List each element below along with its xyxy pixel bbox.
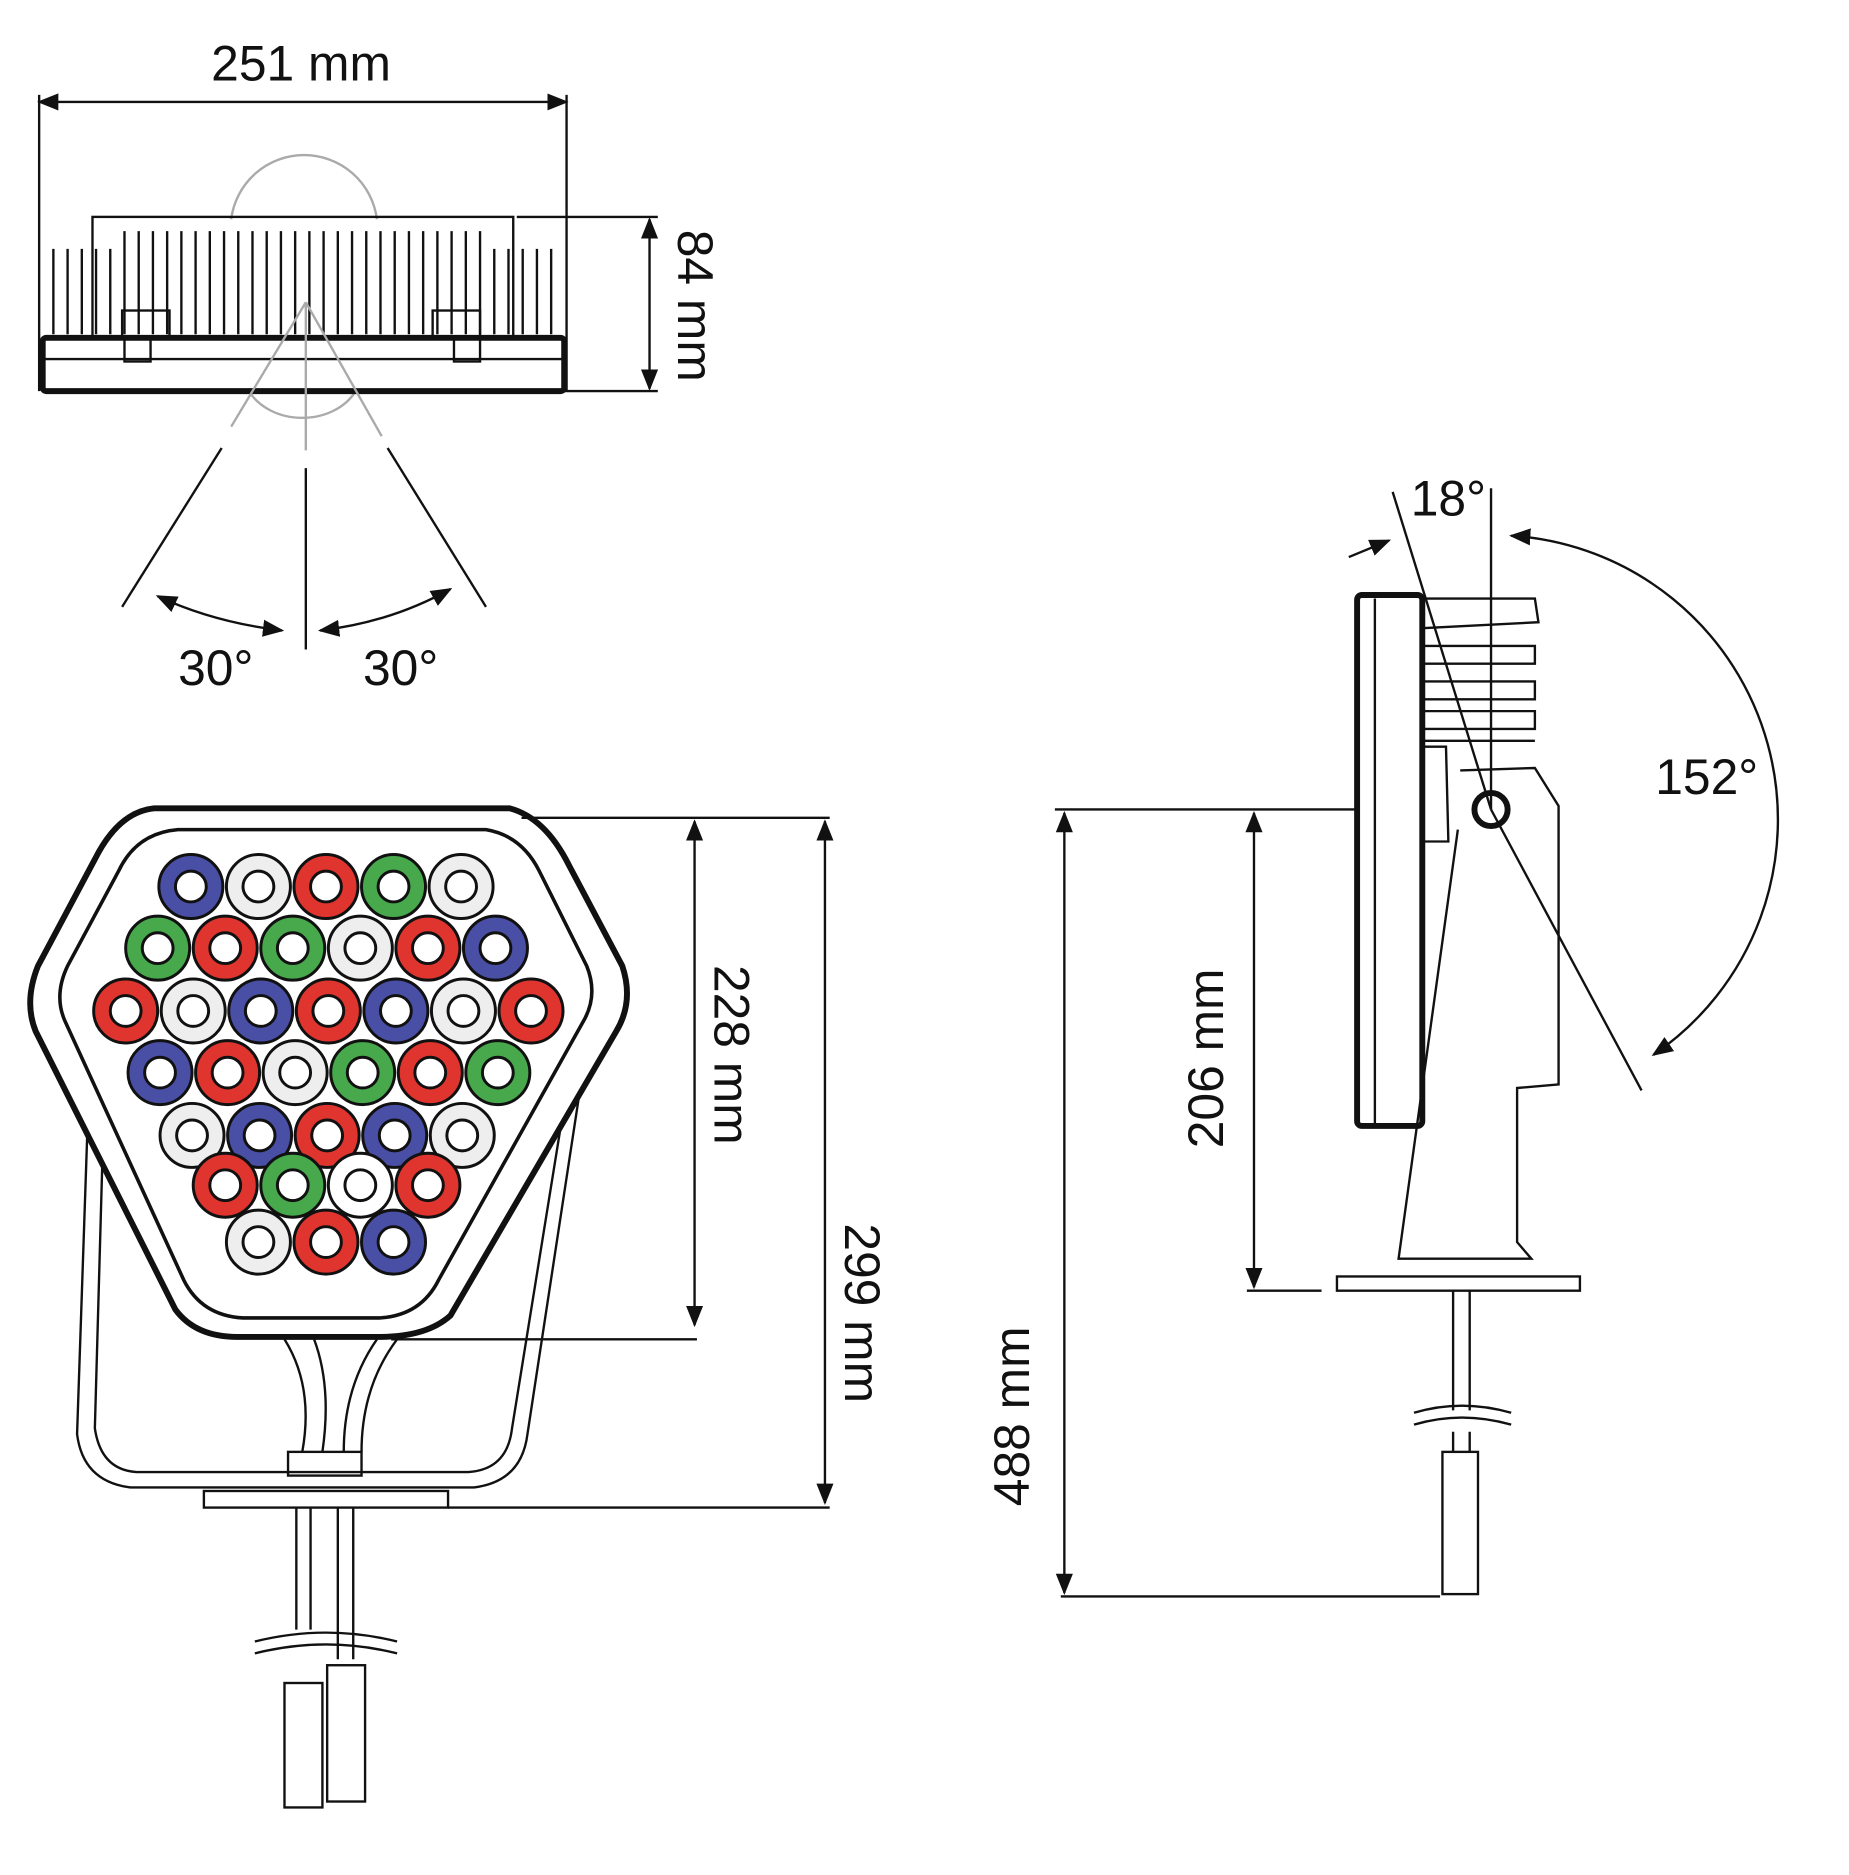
led-lens <box>478 931 513 966</box>
total-height-label: 299 mm <box>834 1223 890 1403</box>
led-lens <box>241 1225 276 1259</box>
led-lens <box>311 994 346 1028</box>
side-total-height-label: 488 mm <box>984 1326 1040 1506</box>
led-lens <box>444 869 478 904</box>
side-connector <box>1441 1450 1480 1596</box>
width-label: 251 mm <box>211 36 391 92</box>
tilt-range-label: 152° <box>1655 749 1758 805</box>
beam-angle-left-label: 30° <box>178 640 253 696</box>
led-lens <box>278 1055 313 1090</box>
tilt-small-arrow <box>1348 539 1392 559</box>
led-lens <box>241 869 276 904</box>
mounting-plate <box>202 1489 450 1509</box>
tilt-small-label: 18° <box>1411 471 1486 527</box>
top-view: 251 mm 84 mm 30° 30° <box>37 36 723 696</box>
housing-base <box>39 334 568 395</box>
led-array <box>92 853 565 1276</box>
led-lens <box>243 994 278 1028</box>
led-lens <box>108 994 143 1028</box>
side-height-label: 206 mm <box>1178 969 1234 1149</box>
led-lens <box>445 1118 480 1153</box>
beam-angle-right-label: 30° <box>363 640 438 696</box>
led-lens <box>310 1118 345 1153</box>
led-lens <box>275 931 310 966</box>
led-lens <box>379 994 413 1028</box>
led-lens <box>208 931 243 966</box>
led-lens <box>208 1168 243 1203</box>
led-lens <box>413 1055 448 1090</box>
led-lens <box>343 1168 378 1203</box>
beam-angle-left-arc <box>155 595 285 637</box>
side-housing-front <box>1354 592 1426 1129</box>
led-lens <box>173 869 208 904</box>
led-lens <box>514 994 548 1028</box>
led-lens <box>242 1118 277 1153</box>
led-lens <box>309 869 343 904</box>
beam-angle-right-arc <box>317 588 453 637</box>
connector-left <box>283 1681 324 1809</box>
front-view: 228 mm 299 mm <box>27 805 890 1809</box>
led-lens <box>411 1168 445 1203</box>
led-lens <box>480 1055 515 1090</box>
mounting-bracket <box>75 1084 582 1489</box>
led-lens <box>376 869 411 904</box>
side-mounting-plate <box>1335 1275 1582 1292</box>
tilt-range-arc <box>1509 528 1780 1057</box>
face-height-label: 228 mm <box>704 965 760 1145</box>
led-lens <box>275 1168 310 1203</box>
led-lens <box>376 1225 411 1259</box>
led-lens <box>309 1225 343 1259</box>
height-label: 84 mm <box>667 230 723 382</box>
led-lens <box>175 1118 209 1153</box>
connector-right <box>325 1664 367 1803</box>
led-lens <box>345 1055 380 1090</box>
led-lens <box>343 931 378 966</box>
led-lens <box>176 994 211 1028</box>
led-lens <box>411 931 445 966</box>
led-lens <box>446 994 481 1028</box>
led-lens <box>140 931 175 966</box>
led-lens <box>377 1118 412 1153</box>
side-view: 18° 152° 206 mm 488 mm <box>984 471 1780 1598</box>
led-lens <box>210 1055 245 1090</box>
heat-sink-fins <box>52 231 553 335</box>
led-lens <box>143 1055 177 1090</box>
